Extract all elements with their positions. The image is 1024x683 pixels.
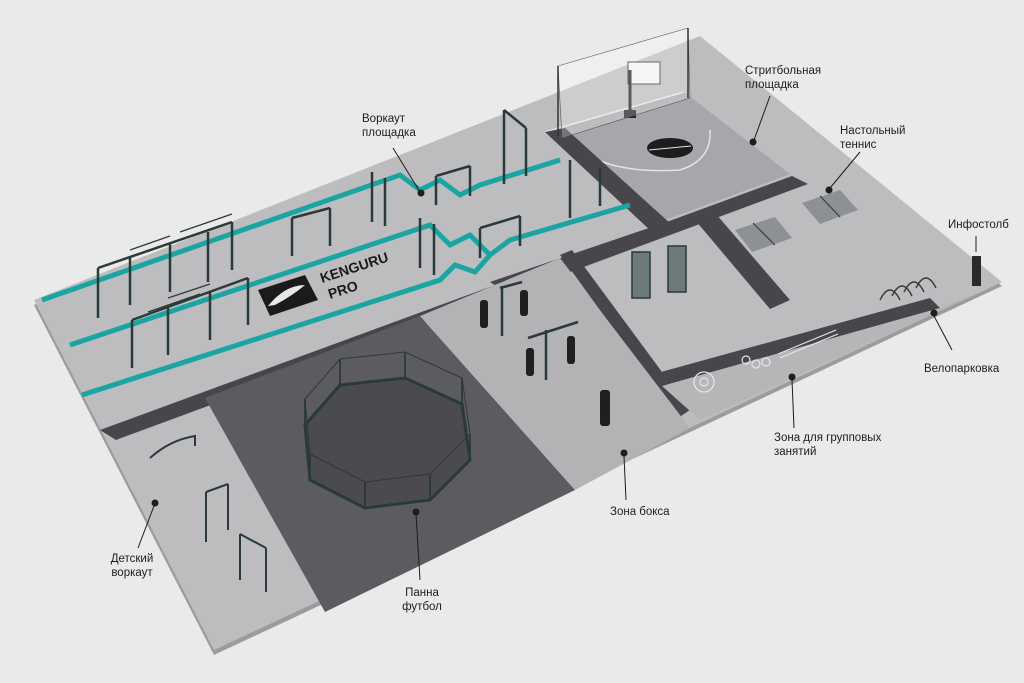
track-line (69, 202, 631, 348)
label-group-zone: Зона для групповых занятий (774, 432, 882, 458)
panna-cage (303, 351, 472, 510)
boxing-bags (480, 290, 610, 426)
label-boxing: Зона бокса (610, 506, 670, 518)
label-info-post: Инфостолб (948, 219, 1009, 231)
label-panna: Панна футбол (402, 587, 442, 613)
info-post (972, 256, 981, 286)
table-tennis-tables (735, 190, 858, 252)
court-baseline (544, 91, 685, 133)
court-net (557, 27, 691, 139)
workout-equipment (96, 109, 602, 368)
bike-racks (879, 277, 937, 301)
logo-mark (268, 285, 305, 306)
track-line (41, 157, 561, 303)
path-separator (690, 207, 790, 309)
path-separator (545, 128, 672, 232)
workout-rungs (129, 213, 233, 313)
basketball-hoop (624, 61, 661, 118)
label-table-tennis: Настольный теннис (840, 125, 906, 151)
kids-equipment (149, 434, 267, 592)
court-key-line (648, 145, 692, 151)
label-workout: Воркаут площадка (362, 113, 416, 139)
label-bike-parking: Велопарковка (924, 363, 1000, 375)
group-zone (662, 288, 990, 420)
callouts (137, 95, 977, 581)
label-streetball: Стритбольная площадка (745, 65, 822, 91)
path-separator (650, 298, 940, 386)
group-markings (693, 329, 839, 393)
track-line (81, 253, 492, 398)
label-kids-workout: Детский воркаут (110, 553, 154, 579)
boxing-frames (499, 280, 579, 380)
panel-stands (631, 245, 687, 299)
